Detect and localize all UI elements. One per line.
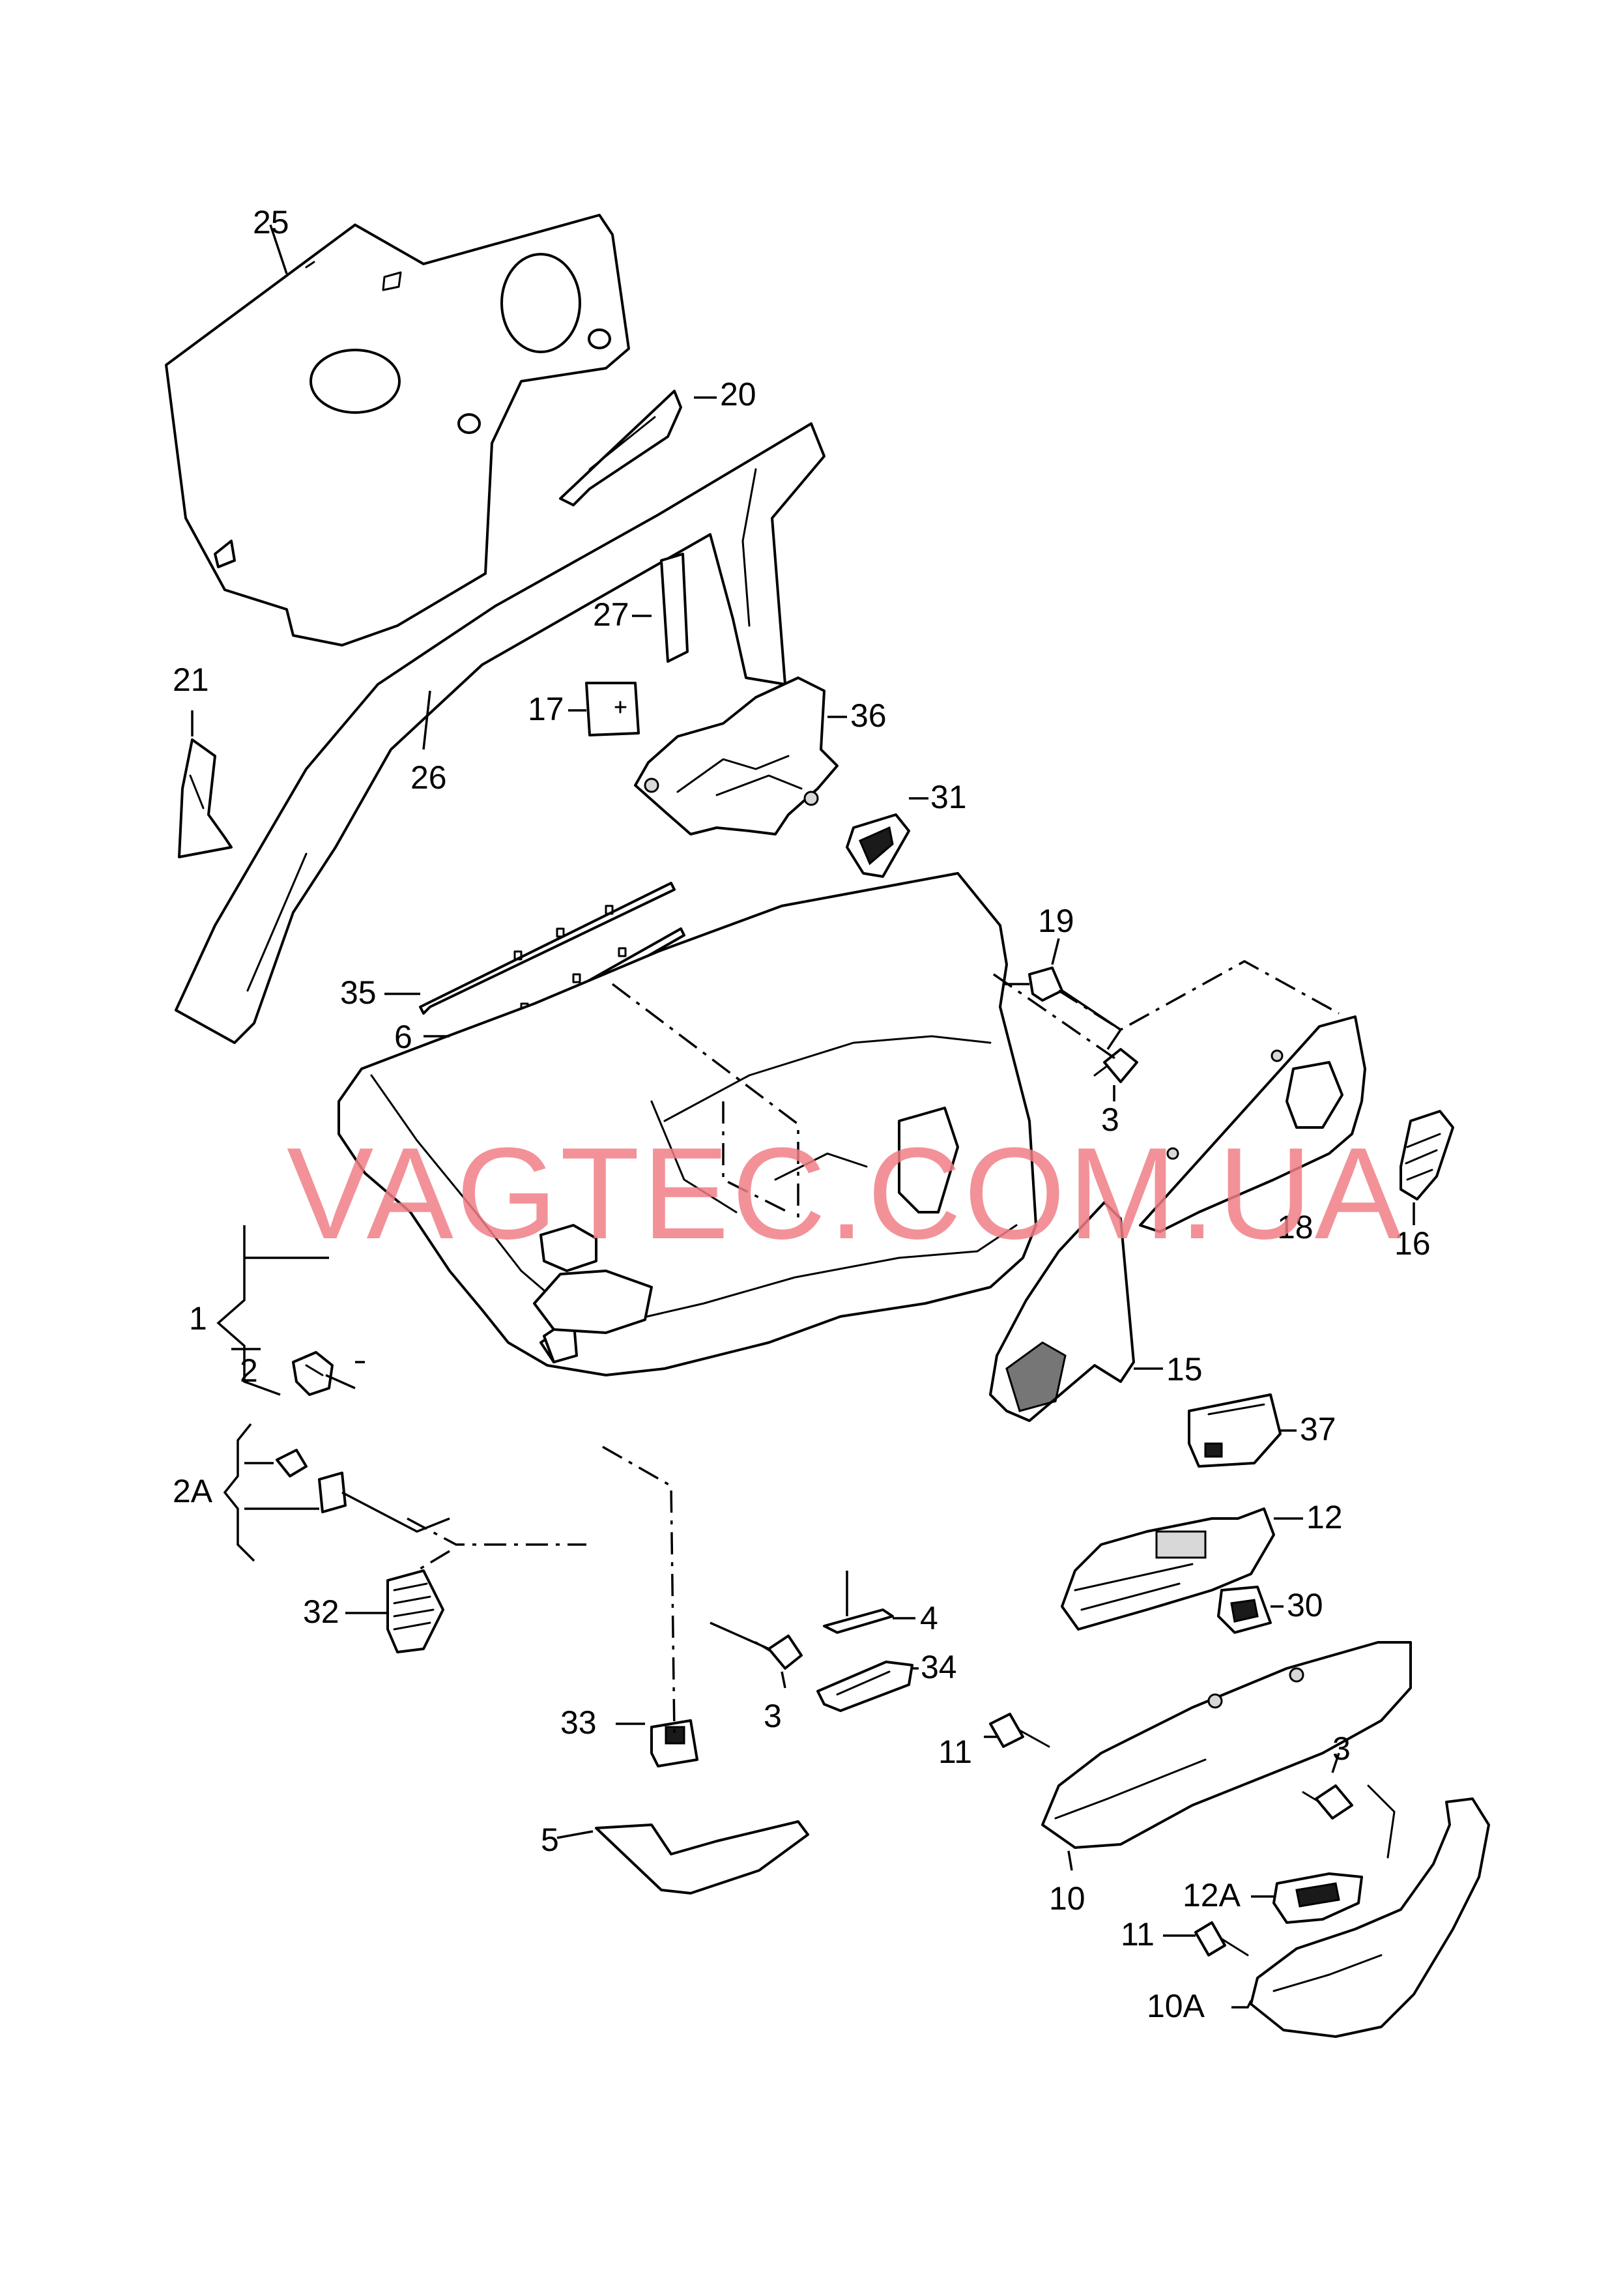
- part-21-triangle-cover[interactable]: [178, 738, 233, 858]
- callout-12: 12: [1306, 1499, 1343, 1535]
- callout-2a: 2A: [173, 1473, 213, 1509]
- part-10a-armrest-grip[interactable]: [1250, 1784, 1490, 2038]
- callout-2: 2: [240, 1352, 258, 1389]
- bracket-1: [216, 1225, 329, 1396]
- part-36-handle-carrier[interactable]: [634, 676, 839, 836]
- part-2-clip[interactable]: [292, 1351, 334, 1396]
- callout-35: 35: [340, 974, 377, 1011]
- callout-31: 31: [930, 779, 967, 815]
- callout-25: 25: [253, 204, 289, 240]
- part-10-armrest[interactable]: [1041, 1641, 1412, 1849]
- callout-6: 6: [394, 1019, 412, 1055]
- watermark-text: VAGTEC.COM.UA: [287, 1121, 1404, 1266]
- part-31-switch[interactable]: [846, 813, 910, 878]
- part-11-bolt-lower[interactable]: [1194, 1921, 1249, 1956]
- part-11-bolt-upper[interactable]: [989, 1713, 1050, 1748]
- callout-33: 33: [560, 1704, 597, 1741]
- part-1-armrest-cutout: [533, 1224, 653, 1334]
- callout-4: 4: [920, 1600, 938, 1636]
- part-25-vapor-barrier[interactable]: [165, 214, 630, 647]
- callout-5: 5: [541, 1822, 559, 1858]
- callout-3-right: 3: [1332, 1730, 1351, 1767]
- callout-1: 1: [189, 1300, 207, 1337]
- part-5-pocket-cover[interactable]: [595, 1820, 809, 1895]
- part-32-grille-switch[interactable]: [386, 1569, 444, 1653]
- callout-16: 16: [1394, 1225, 1431, 1262]
- part-12a-switch[interactable]: [1272, 1872, 1363, 1924]
- callout-10: 10: [1049, 1880, 1085, 1917]
- part-37-switch[interactable]: [1188, 1393, 1282, 1468]
- part-20-strip[interactable]: [559, 390, 682, 506]
- part-12-switch-unit[interactable]: [1061, 1507, 1275, 1631]
- callout-21: 21: [173, 661, 209, 698]
- part-34-cover[interactable]: [816, 1661, 913, 1712]
- part-4-cover[interactable]: [823, 1608, 894, 1634]
- callout-11-upper: 11: [938, 1734, 972, 1770]
- part-3-screw-right[interactable]: [1302, 1784, 1353, 1820]
- callout-12a: 12A: [1183, 1877, 1241, 1913]
- callout-36: 36: [850, 697, 887, 734]
- part-19-clip[interactable]: [1028, 966, 1063, 1002]
- part-17-clip[interactable]: [585, 682, 640, 736]
- callout-17: 17: [528, 691, 564, 727]
- leader-lines: [191, 224, 1415, 2009]
- part-3-screw-upper[interactable]: [1093, 1048, 1138, 1083]
- part-18-handle-trim[interactable]: [1139, 1015, 1366, 1233]
- callout-10a: 10A: [1147, 1988, 1205, 2024]
- part-2a-clip[interactable]: [276, 1449, 347, 1513]
- callout-32: 32: [303, 1593, 339, 1630]
- part-15-speaker-cover[interactable]: [989, 1201, 1135, 1422]
- callout-3-middle: 3: [764, 1698, 782, 1734]
- part-26-frame-trim[interactable]: [175, 422, 826, 1044]
- callout-15: 15: [1166, 1351, 1203, 1388]
- assembly-lines: [407, 960, 1340, 1734]
- bracket-2a: [223, 1423, 319, 1562]
- callout-19: 19: [1038, 903, 1074, 939]
- callout-27: 27: [593, 596, 629, 633]
- part-16-grille[interactable]: [1400, 1110, 1454, 1200]
- callout-26: 26: [410, 759, 447, 796]
- callout-11-lower: 11: [1121, 1916, 1155, 1953]
- part-27-strip[interactable]: [660, 553, 689, 663]
- callout-18: 18: [1277, 1209, 1314, 1245]
- part-35-window-strip[interactable]: [419, 882, 676, 1015]
- part-1-door-trim-panel[interactable]: [338, 872, 1037, 1376]
- callout-34: 34: [921, 1649, 957, 1685]
- callout-30: 30: [1287, 1587, 1323, 1623]
- part-3-screw-middle[interactable]: [754, 1635, 803, 1670]
- callout-37: 37: [1300, 1411, 1336, 1447]
- part-30-switch[interactable]: [1217, 1586, 1272, 1634]
- part-33-connector[interactable]: [650, 1719, 698, 1767]
- callout-labels: 25 20 27 17 36 21 26 31 19 35 6 3 18 16 …: [173, 204, 1431, 2024]
- callout-3-upper: 3: [1101, 1101, 1119, 1138]
- callout-20: 20: [720, 376, 756, 413]
